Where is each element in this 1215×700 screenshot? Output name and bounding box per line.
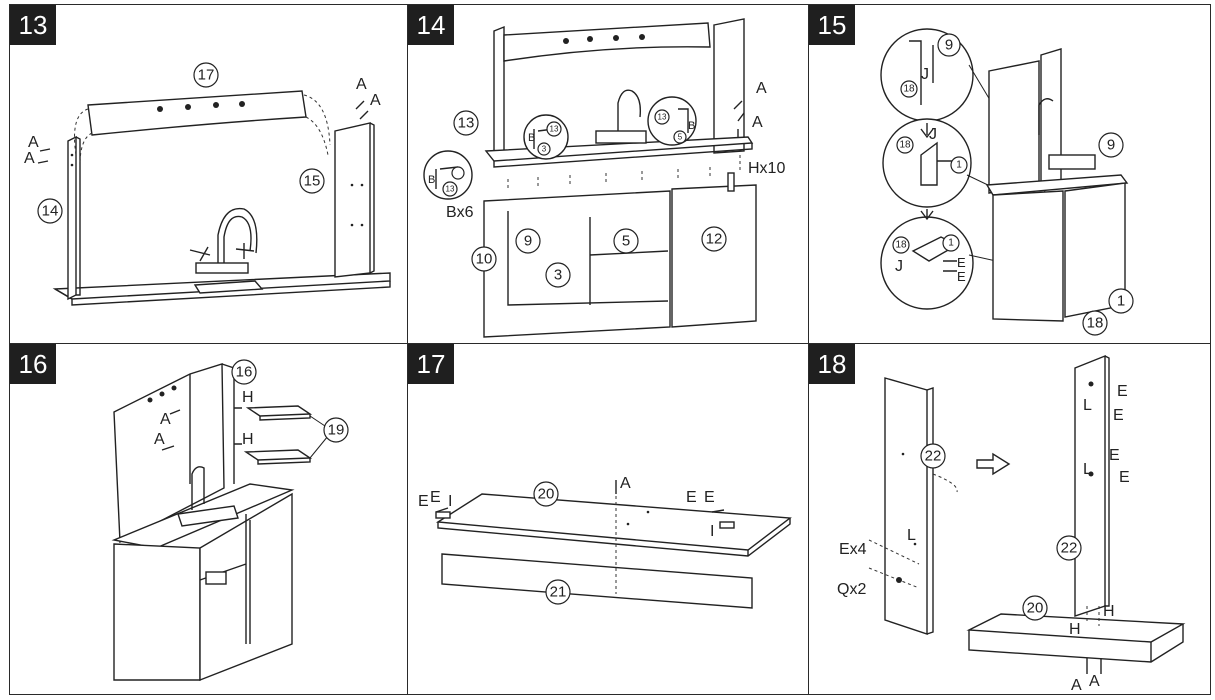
fastener-a: A xyxy=(756,80,767,97)
fastener-a: A xyxy=(752,114,763,131)
step-16-diagram: 16 19 H H A A xyxy=(111,359,349,682)
step-15-diagram: 9 18 18 1 18 1 9 1 18 J J J E E xyxy=(880,28,1134,336)
part-5: 5 xyxy=(678,133,683,142)
step-14-diagram: 13 9 3 5 12 10 13 5 3 13 13 A A Hx10 Bx6… xyxy=(423,18,785,338)
fastener-e: E xyxy=(1119,469,1130,486)
fastener-j: J xyxy=(895,258,903,275)
fastener-e: E xyxy=(957,255,966,270)
part-1: 1 xyxy=(956,160,962,171)
fastener-h-count: Hx10 xyxy=(748,160,785,177)
fastener-a: A xyxy=(370,92,381,109)
fastener-a: A xyxy=(356,76,367,93)
part-18: 18 xyxy=(899,140,911,151)
fastener-a: A xyxy=(620,475,631,492)
part-5: 5 xyxy=(622,233,630,250)
part-17: 17 xyxy=(198,67,215,84)
fastener-h: H xyxy=(242,431,254,448)
step-15-panel: 15 9 18 18 xyxy=(808,4,1211,344)
part-13: 13 xyxy=(446,185,455,194)
part-19: 19 xyxy=(328,422,345,439)
step-15-number: 15 xyxy=(809,5,855,45)
step-18-panel: 18 22 22 20 Ex4 Qx2 L xyxy=(808,343,1211,695)
fastener-b-count: Bx6 xyxy=(446,204,474,221)
fastener-h: H xyxy=(242,389,254,406)
fastener-b: B xyxy=(688,120,695,132)
part-18: 18 xyxy=(1087,315,1104,332)
part-10: 10 xyxy=(476,251,493,268)
fastener-j: J xyxy=(921,66,929,83)
fastener-e: E xyxy=(418,493,429,510)
fastener-a: A xyxy=(1071,677,1082,694)
fastener-l: L xyxy=(907,527,916,544)
part-16: 16 xyxy=(236,364,253,381)
part-18: 18 xyxy=(895,240,907,251)
fastener-e: E xyxy=(704,489,715,506)
part-20: 20 xyxy=(538,486,555,503)
step-17-diagram: 20 21 E E I A E E I xyxy=(418,475,792,609)
fastener-e: E xyxy=(957,269,966,284)
part-15: 15 xyxy=(304,173,321,190)
part-22: 22 xyxy=(1061,540,1078,557)
fastener-a: A xyxy=(28,134,39,151)
step-17-panel: 17 20 21 E E I A E E I xyxy=(407,343,809,695)
part-1: 1 xyxy=(948,238,954,249)
fastener-a: A xyxy=(160,411,171,428)
part-12: 12 xyxy=(706,231,723,248)
fastener-h: H xyxy=(1069,621,1081,638)
fastener-b: B xyxy=(428,174,435,186)
step-16-number: 16 xyxy=(10,344,56,384)
step-13-panel: 13 xyxy=(9,4,408,344)
fastener-a: A xyxy=(1089,673,1100,690)
part-21: 21 xyxy=(550,584,567,601)
step-18-number: 18 xyxy=(809,344,855,384)
fastener-e: E xyxy=(686,489,697,506)
part-22: 22 xyxy=(925,448,942,465)
part-9: 9 xyxy=(524,233,532,250)
fastener-h: H xyxy=(1103,603,1115,620)
part-13: 13 xyxy=(550,125,559,134)
step-13-diagram: 17 14 15 A A A A xyxy=(24,62,391,306)
fastener-e-count: Ex4 xyxy=(839,541,867,558)
step-14-number: 14 xyxy=(408,5,454,45)
fastener-j: J xyxy=(929,126,937,143)
fastener-i: I xyxy=(448,493,452,510)
fastener-l: L xyxy=(1083,397,1092,414)
fastener-q-count: Qx2 xyxy=(837,581,866,598)
step-16-panel: 16 16 19 H H A A xyxy=(9,343,408,695)
step-13-number: 13 xyxy=(10,5,56,45)
step-14-panel: 14 xyxy=(407,4,809,344)
step-18-diagram: 22 22 20 Ex4 Qx2 L L E E L E E H H A A xyxy=(837,354,1186,694)
fastener-e: E xyxy=(1117,383,1128,400)
part-13: 13 xyxy=(658,113,667,122)
fastener-i: I xyxy=(710,523,714,540)
part-9: 9 xyxy=(945,37,953,54)
fastener-a: A xyxy=(154,431,165,448)
part-14: 14 xyxy=(42,203,59,220)
fastener-e: E xyxy=(430,489,441,506)
part-9: 9 xyxy=(1107,137,1115,154)
fastener-l: L xyxy=(1083,461,1092,478)
fastener-e: E xyxy=(1109,447,1120,464)
part-20: 20 xyxy=(1027,600,1044,617)
step-17-number: 17 xyxy=(408,344,454,384)
part-3: 3 xyxy=(554,267,562,284)
part-1: 1 xyxy=(1117,293,1125,310)
fastener-b: B xyxy=(528,132,535,144)
part-13: 13 xyxy=(458,115,475,132)
part-18: 18 xyxy=(903,84,915,95)
fastener-e: E xyxy=(1113,407,1124,424)
part-3: 3 xyxy=(542,145,547,154)
fastener-a: A xyxy=(24,150,35,167)
